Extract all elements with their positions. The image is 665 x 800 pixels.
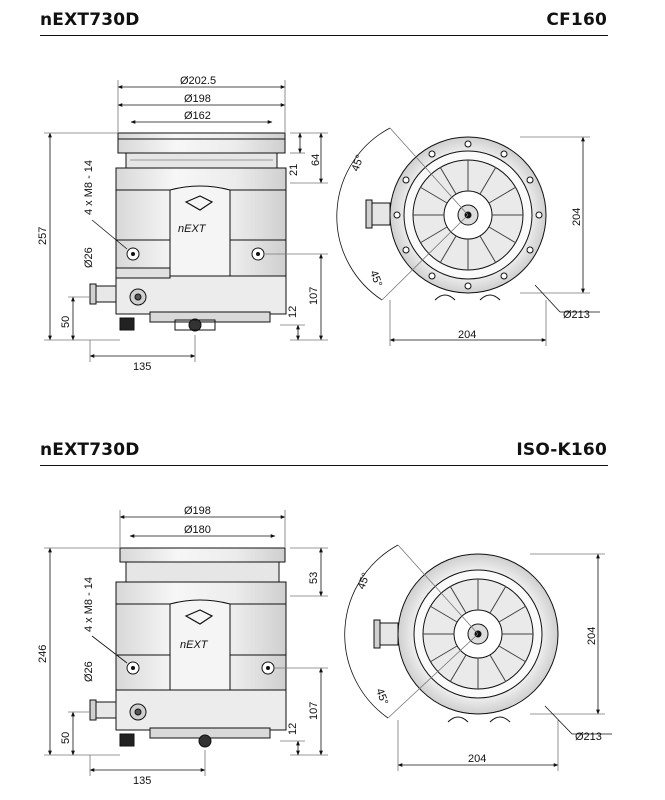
dimension-labels-top-cf160: 45° 45° 204 204 Ø213	[350, 153, 590, 341]
dimension-labels-side-cf160: Ø202.5 Ø198 Ø162 64 21 257 4 x M8 - 14 Ø…	[37, 75, 322, 373]
dim-iso-h53: 53	[308, 572, 320, 584]
dim-w204: 204	[458, 329, 476, 341]
dimensions-top-isok160	[344, 544, 612, 771]
dimension-labels-side-isok160: Ø198 Ø180 53 246 4 x M8 - 14 Ø26 50 107 …	[37, 505, 320, 787]
header-rule-bottom	[40, 465, 608, 466]
dim-h257: 257	[37, 227, 49, 245]
dim-d198: Ø198	[184, 93, 211, 105]
dim-iso-d26: Ø26	[83, 661, 95, 682]
side-view-isok160	[89, 547, 287, 748]
dim-h204: 204	[571, 208, 583, 226]
logo-icon-bottom	[184, 609, 214, 625]
dim-h50: 50	[60, 316, 72, 328]
dim-holes: 4 x M8 - 14	[83, 160, 95, 215]
dim-h107: 107	[308, 287, 320, 305]
dim-iso-h12: 12	[287, 723, 299, 735]
header-rule-top	[40, 35, 608, 36]
top-view-cf160	[365, 136, 547, 301]
dim-h64: 64	[310, 154, 322, 166]
dim-iso-angle-a: 45°	[356, 571, 373, 591]
dim-iso-w204: 204	[468, 753, 486, 765]
model-title-top: nEXT730D	[40, 10, 140, 30]
dim-d213: Ø213	[563, 309, 590, 321]
dim-iso-h50: 50	[60, 732, 72, 744]
dim-iso-d213: Ø213	[575, 731, 602, 743]
dim-d26: Ø26	[83, 247, 95, 268]
dim-d202: Ø202.5	[180, 75, 216, 87]
dimensions-side-cf160	[44, 80, 328, 362]
dim-angle-b: 45°	[367, 269, 384, 289]
side-view-cf160	[89, 132, 287, 332]
flange-title-top: CF160	[546, 10, 607, 30]
top-view-isok160	[373, 553, 559, 723]
dimensions-side-isok160	[44, 510, 328, 776]
model-title-bottom: nEXT730D	[40, 440, 140, 460]
logo-text-bottom: nEXT	[180, 639, 209, 651]
dim-iso-d180: Ø180	[184, 524, 211, 536]
logo-icon	[184, 195, 214, 211]
dim-iso-holes: 4 x M8 - 14	[83, 577, 95, 632]
dim-iso-d198: Ø198	[184, 505, 211, 517]
logo-bottom: nEXT	[180, 609, 214, 651]
dim-iso-angle-b: 45°	[373, 687, 390, 707]
dimensions-top-cf160	[336, 127, 600, 346]
dim-iso-h246: 246	[37, 645, 49, 663]
dim-iso-w135: 135	[133, 775, 151, 787]
dim-angle-a: 45°	[350, 153, 367, 173]
logo-text: nEXT	[178, 223, 207, 235]
dimension-labels-top-isok160: 45° 45° 204 204 Ø213	[356, 571, 602, 765]
dim-d162: Ø162	[184, 110, 211, 122]
dim-w135: 135	[133, 361, 151, 373]
dim-h12: 12	[287, 306, 299, 318]
logo-top: nEXT	[178, 195, 214, 235]
dim-iso-h204: 204	[586, 627, 598, 645]
flange-title-bottom: ISO-K160	[516, 440, 607, 460]
dim-h21: 21	[288, 164, 300, 176]
dim-iso-h107: 107	[308, 702, 320, 720]
